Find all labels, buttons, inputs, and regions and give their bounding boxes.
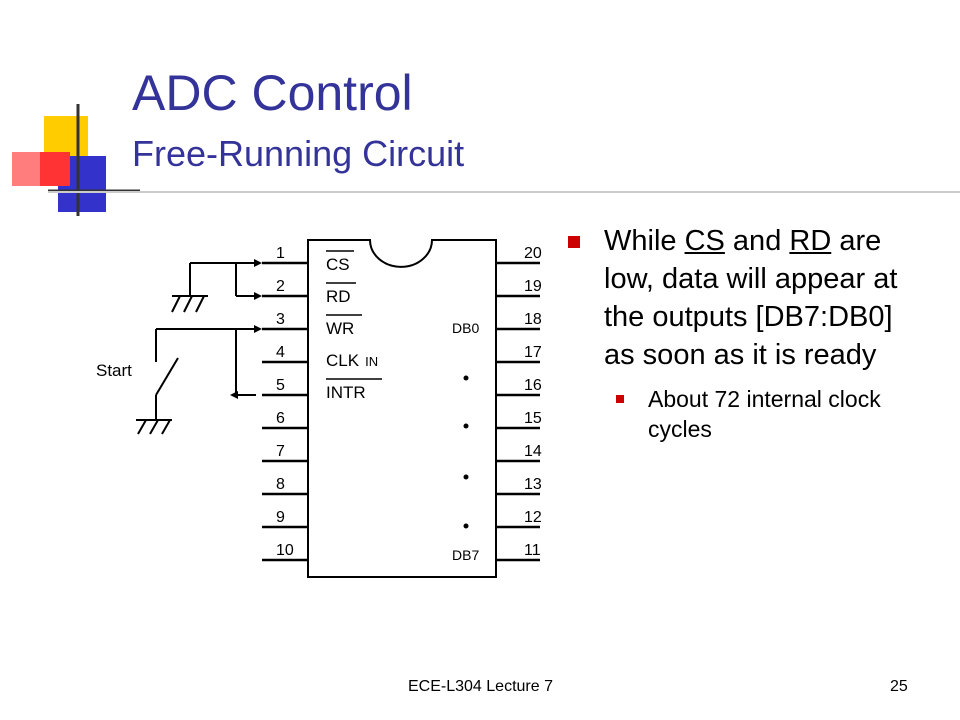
slide-title: ADC Control [132,65,413,121]
pin-number-5: 5 [276,377,285,394]
start-switch-wiring [136,328,258,435]
pin-number-13: 13 [524,476,542,493]
footer-course: ECE-L304 Lecture 7 [408,678,553,695]
bullet-main-rd: RD [789,225,832,257]
start-switch-blade[interactable] [155,357,179,396]
chip-label-cs: CS [326,255,350,274]
pin-number-8: 8 [276,476,285,493]
pin-number-4: 4 [276,344,285,361]
chip-label-db0: DB0 [452,320,479,336]
bullet-main-text-2: and [724,225,790,257]
db-ellipsis-dots [463,375,469,529]
adc-circuit-diagram: 1 2 3 4 5 6 7 8 9 10 20 19 18 17 16 15 1… [96,239,542,578]
bullet-main: While CS and RD are low, data will appea… [568,222,928,374]
pin-number-16: 16 [524,377,542,394]
pin-number-7: 7 [276,443,285,460]
pin-number-10: 10 [276,542,294,559]
pin-number-14: 14 [524,443,542,460]
chip-label-intr: INTR [326,383,366,402]
sub-bullet-square-icon [616,395,624,403]
bullet-main-text-3: are low, data will appear at the outputs… [604,225,898,371]
pin-number-15: 15 [524,410,542,427]
bullet-main-cs: CS [684,225,725,257]
pin-number-6: 6 [276,410,285,427]
pin-number-1: 1 [276,245,285,262]
pin-number-11: 11 [524,542,541,559]
pin-number-12: 12 [524,509,542,526]
pin-number-19: 19 [524,278,542,295]
pin-number-3: 3 [276,311,285,328]
bullet-square-icon [568,236,580,248]
bullet-main-text-1: While [604,225,685,257]
pin-number-20: 20 [524,245,542,262]
slide-subtitle: Free-Running Circuit [132,133,465,174]
deco-red-core [40,152,70,186]
adc-chip-body [307,239,497,578]
chip-label-db7: DB7 [452,547,479,563]
pin-number-17: 17 [524,344,542,361]
footer-page-number: 25 [890,678,908,695]
pin-number-18: 18 [524,311,542,328]
title-rule [48,191,960,193]
cs-rd-ground-wiring [171,262,258,313]
left-pin-stubs [262,261,308,562]
bullet-sub-text: About 72 internal clock cycles [648,386,881,442]
right-pin-stubs [496,261,540,562]
chip-label-wr: WR [326,319,354,338]
bullet-sub: About 72 internal clock cycles [568,384,928,444]
pin-number-9: 9 [276,509,285,526]
bullet-list: While CS and RD are low, data will appea… [568,222,928,444]
start-label: Start [96,361,132,380]
pin-number-2: 2 [276,278,285,295]
chip-label-rd: RD [326,287,351,306]
